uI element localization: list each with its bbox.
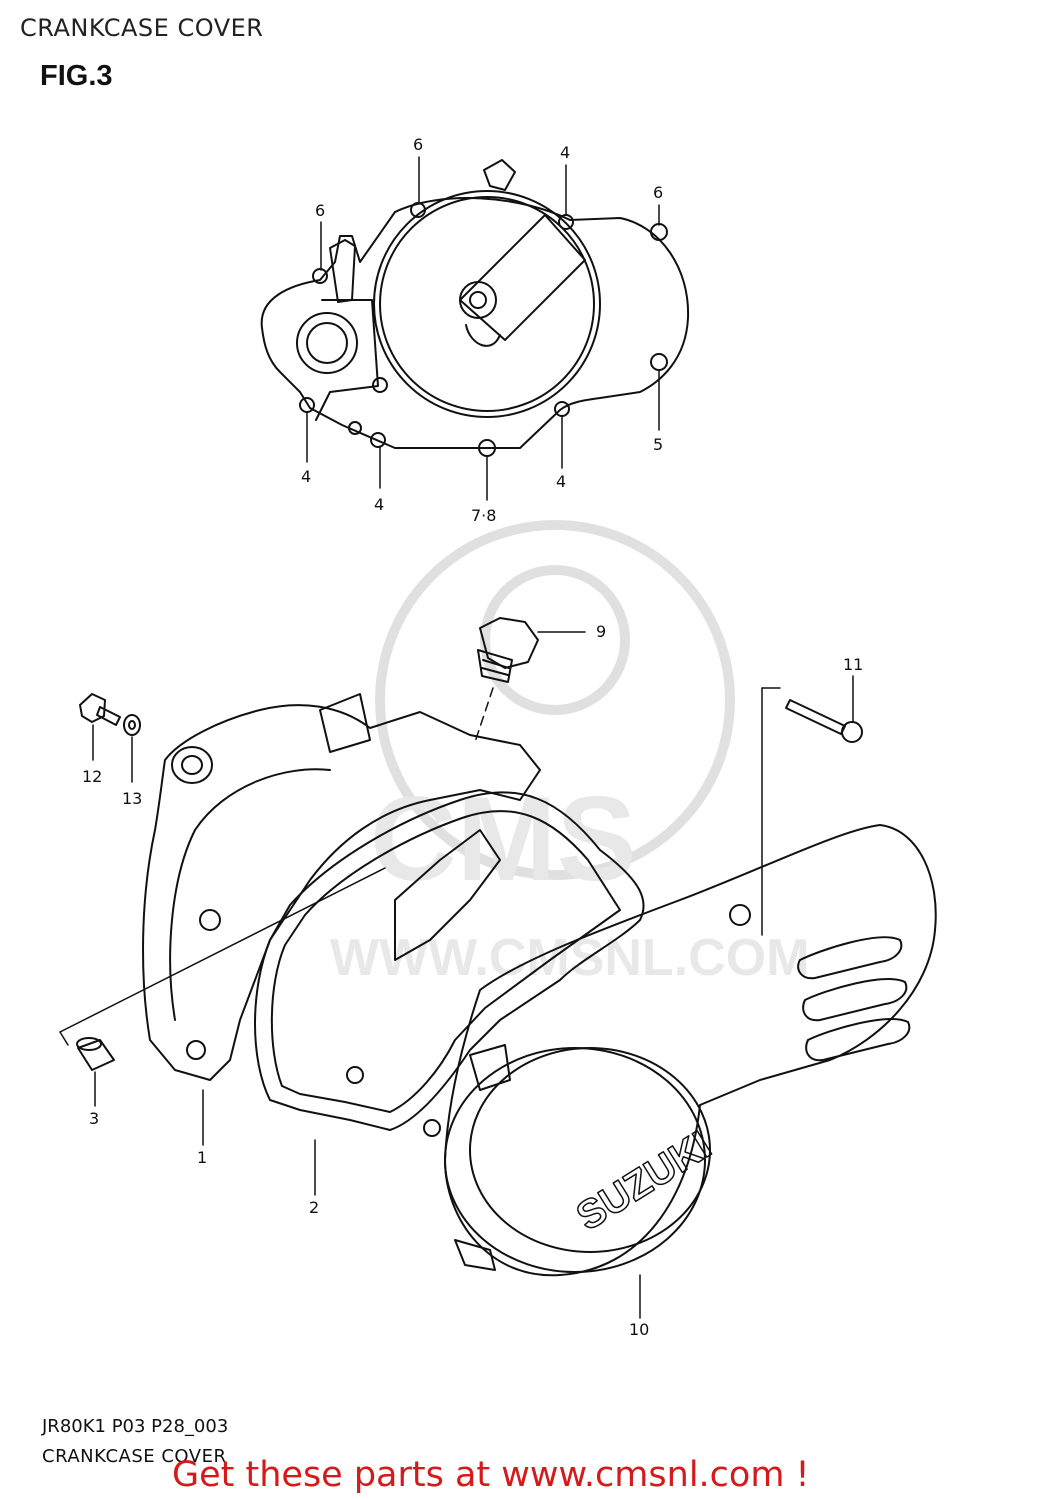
callout-4: 4 (556, 472, 566, 491)
figure-label: FIG.3 (40, 60, 113, 92)
suzuki-logo: SUZUKI (568, 1122, 719, 1240)
cms-watermark: CMS WWW.CMSNL.COM (330, 520, 809, 987)
callout-11: 11 (843, 655, 863, 674)
crankcase-cover-part (59, 693, 541, 1146)
callout-6: 6 (653, 183, 663, 202)
outer-cover-part (444, 824, 937, 1319)
clutch-cover-part (260, 159, 690, 457)
callout-3: 3 (89, 1109, 99, 1128)
oil-filler-plug-part (474, 617, 586, 743)
dowel-pin-part (76, 1037, 115, 1107)
callout-labels: 6 6 4 6 5 4 4 7·8 4 9 11 12 13 3 1 2 10 (82, 135, 863, 1339)
callout-13: 13 (122, 789, 142, 808)
page-title: CRANKCASE COVER (20, 14, 264, 42)
cta-link-text[interactable]: Get these parts at www.cmsnl.com ! (172, 1455, 810, 1495)
svg-text:SUZUKI: SUZUKI (569, 1123, 719, 1239)
callout-4: 4 (560, 143, 570, 162)
callout-6: 6 (413, 135, 423, 154)
callout-6: 6 (315, 201, 325, 220)
callout-10: 10 (629, 1320, 649, 1339)
callout-4: 4 (374, 495, 384, 514)
bolt-washer-part (79, 693, 141, 783)
top-leaders (306, 156, 660, 501)
callout-12: 12 (82, 767, 102, 786)
callout-4: 4 (301, 467, 311, 486)
callout-2: 2 (309, 1198, 319, 1217)
callout-7-8: 7·8 (471, 506, 496, 525)
diagram-code: JR80K1 P03 P28_003 (42, 1416, 229, 1437)
diagram-caption: CRANKCASE COVER (42, 1446, 227, 1467)
watermark-site: WWW.CMSNL.COM (330, 929, 809, 987)
gasket-part (254, 791, 645, 1196)
callout-9: 9 (596, 622, 606, 641)
screw-part (761, 675, 863, 936)
callout-1: 1 (197, 1148, 207, 1167)
callout-5: 5 (653, 435, 663, 454)
